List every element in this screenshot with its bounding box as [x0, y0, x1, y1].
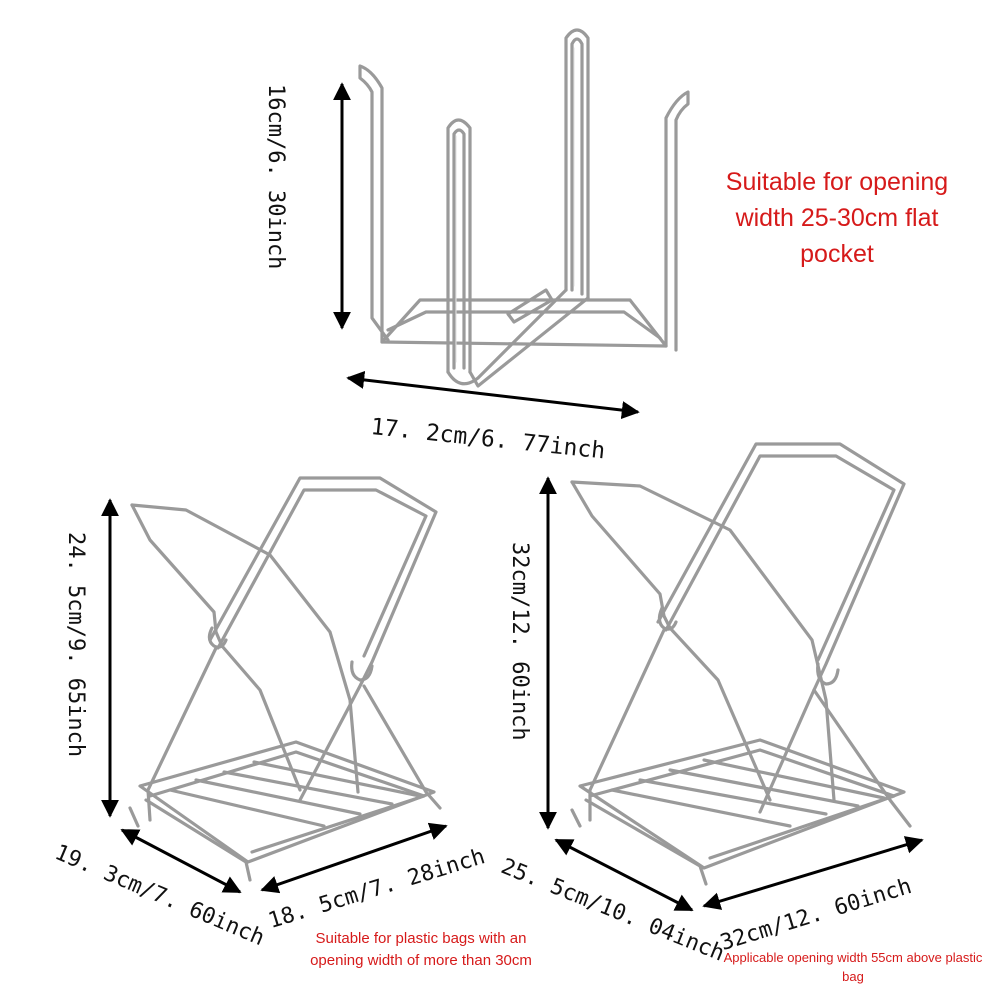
top-rack-height-label: 16cm/6. 30inch [263, 84, 288, 270]
right-rack-suitability-note: Applicable opening width 55cm above plas… [723, 950, 983, 984]
left-rack-depth-arrow [120, 828, 242, 894]
left-rack-width-arrow [260, 822, 448, 894]
right-rack-depth-arrow [554, 838, 694, 912]
left-rack-wire-frame [128, 476, 442, 882]
right-rack-width-arrow [702, 836, 924, 910]
left-rack-suitability-note: Suitable for plastic bags with an openin… [310, 930, 532, 969]
top-rack-width-arrow [346, 370, 640, 420]
top-rack-wire-frame [358, 28, 690, 388]
right-rack-wire-frame [570, 442, 912, 886]
left-rack-height-label: 24. 5cm/9. 65inch [63, 532, 88, 758]
top-rack-suitability-note: Suitable for opening width 25-30cm flat … [725, 168, 949, 268]
right-rack-height-label: 32cm/12. 60inch [507, 542, 532, 741]
